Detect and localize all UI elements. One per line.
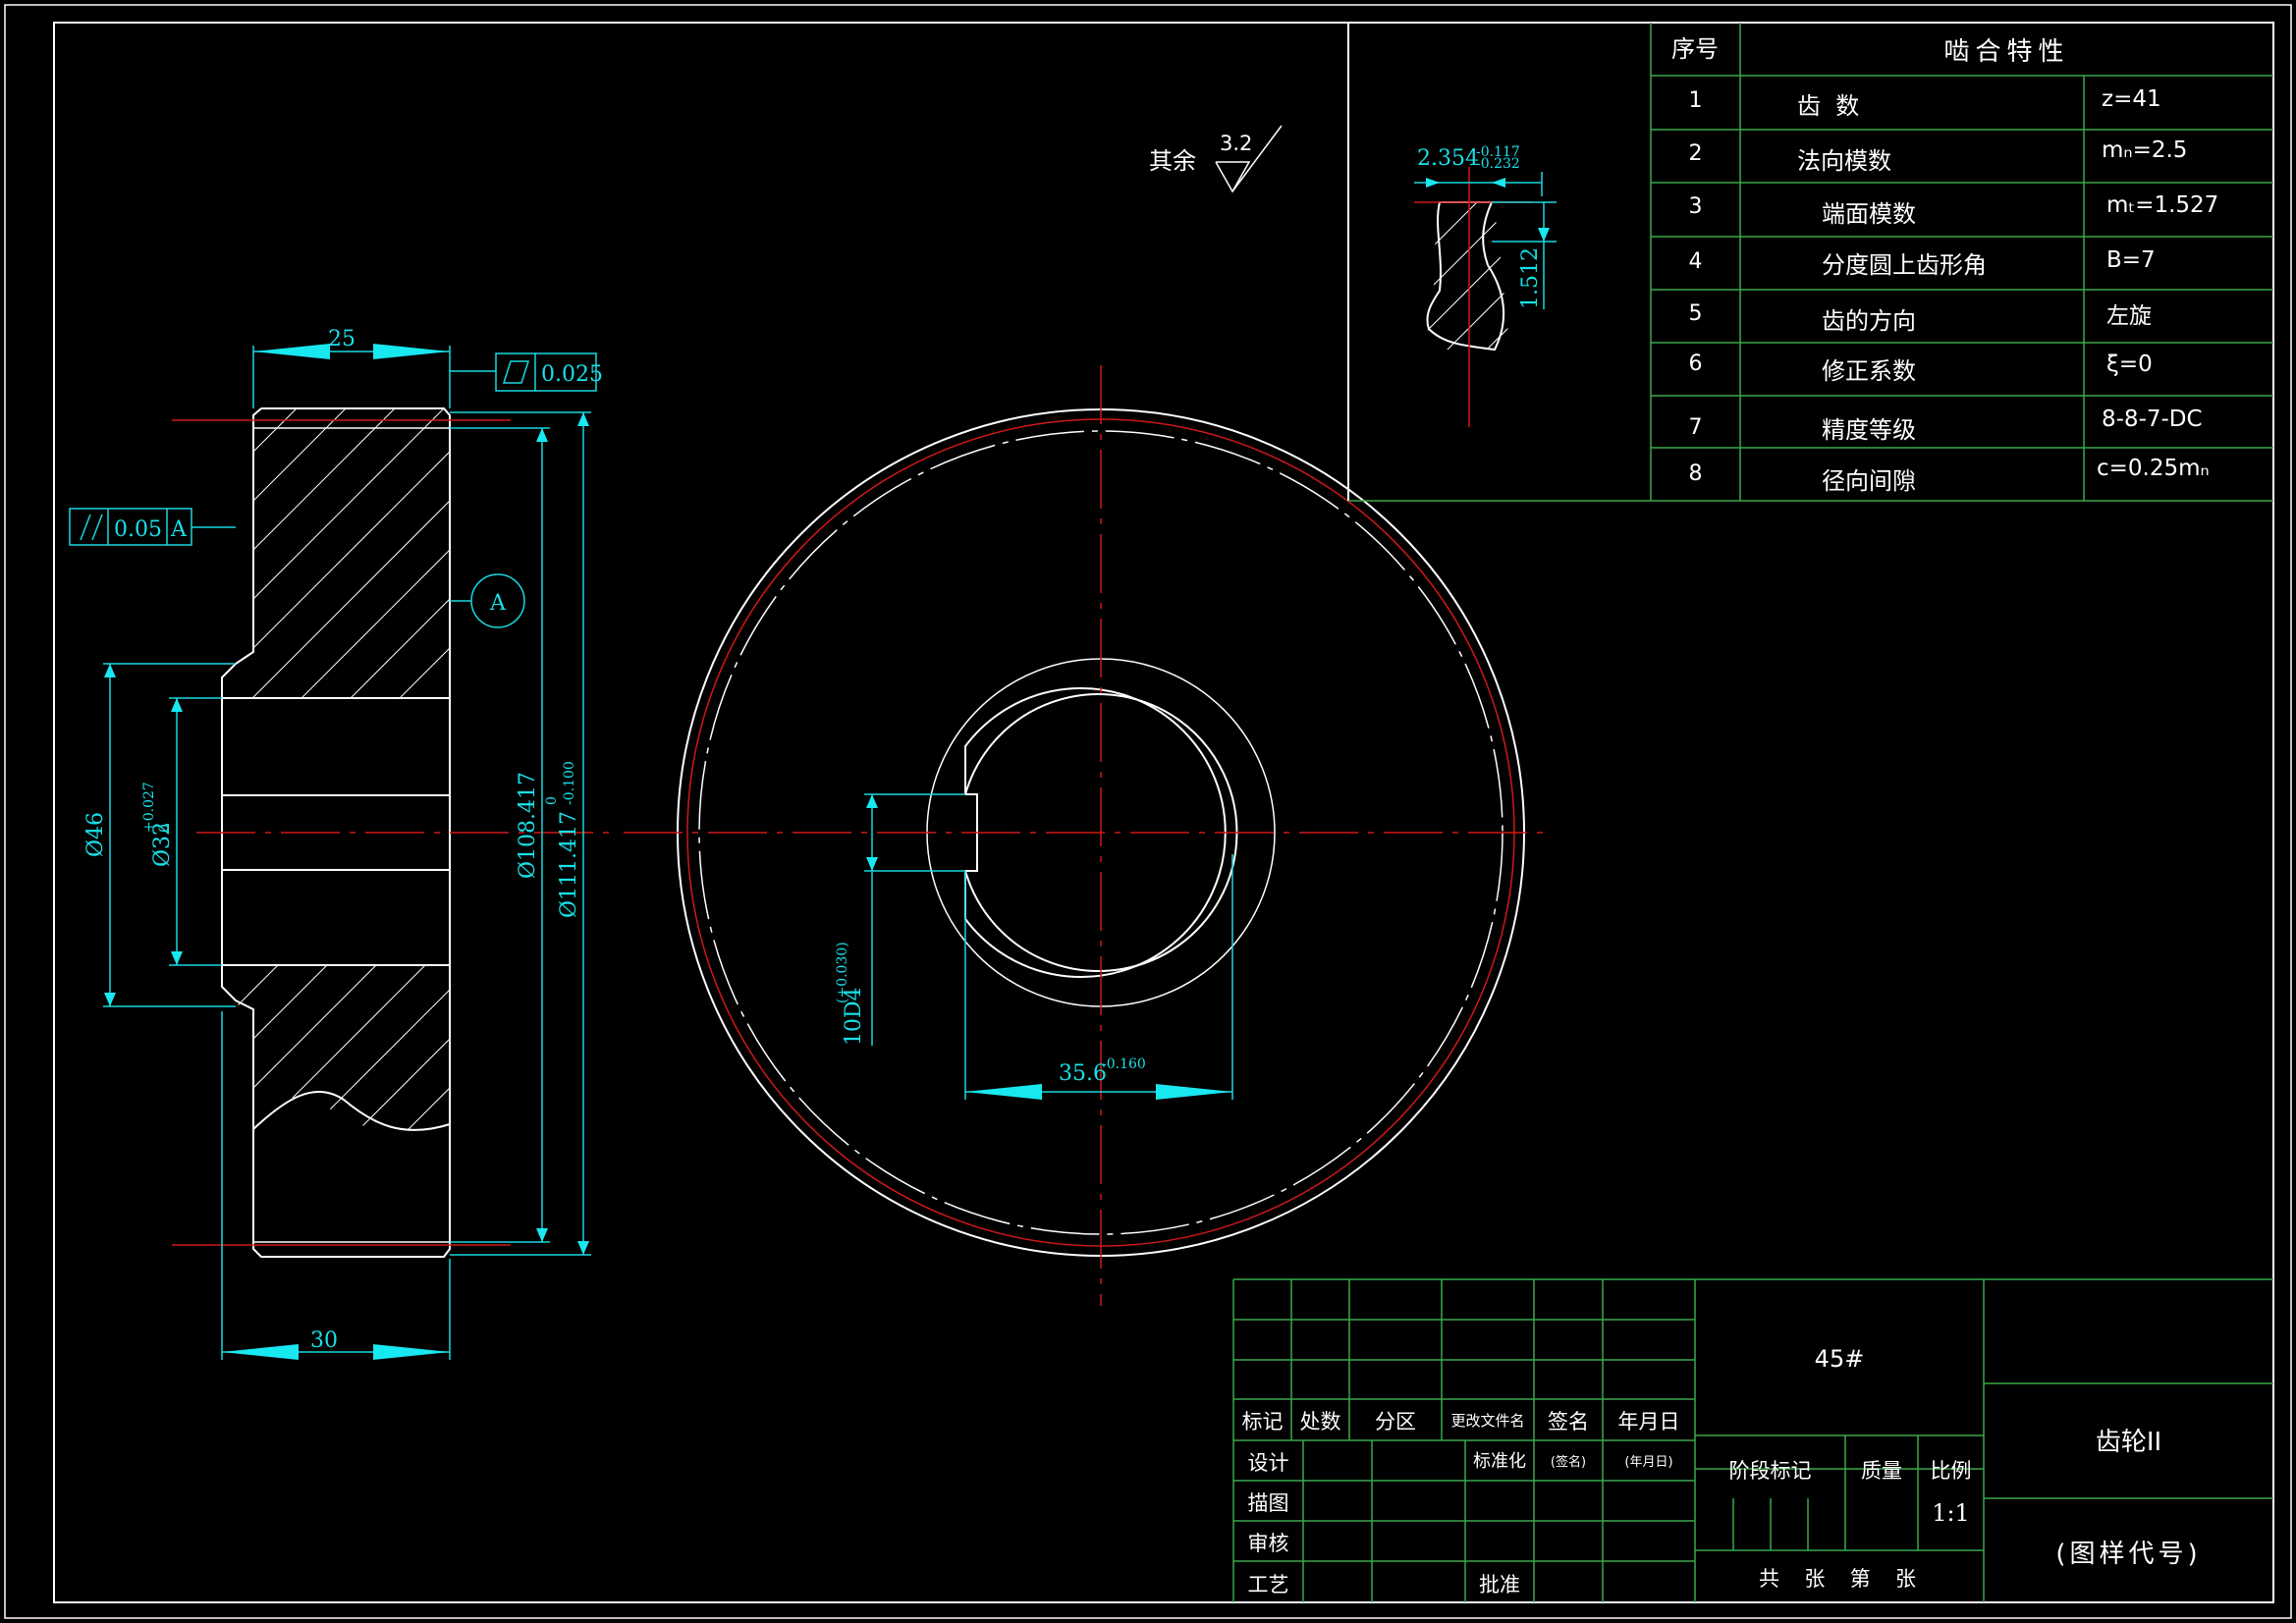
bore-tol-upper: +0.027	[141, 782, 157, 833]
col-count: 处数	[1299, 1410, 1341, 1434]
drawing-code: (图样代号)	[2055, 1540, 2202, 1569]
section-view	[172, 407, 619, 1258]
roughness-note: 其余 3.2	[1149, 125, 1283, 193]
stage-mark: 阶段标记	[1728, 1459, 1812, 1483]
mesh-row-value: 左旋	[2106, 303, 2152, 329]
col-date: 年月日	[1617, 1410, 1680, 1434]
width-top-label: 25	[328, 327, 355, 352]
approve-label: 批准	[1479, 1573, 1520, 1596]
mesh-row-value: c=0.25mₙ	[2097, 456, 2210, 481]
material-label: 45#	[1814, 1345, 1865, 1373]
col-doc: 更改文件名	[1450, 1412, 1525, 1430]
mesh-row-name: 齿 数	[1797, 92, 1860, 120]
tooth-tol-upper: -0.117	[1476, 144, 1520, 160]
col-mark: 标记	[1241, 1410, 1284, 1434]
mesh-row-value: 8-8-7-DC	[2102, 406, 2203, 432]
row-design: 设计	[1247, 1451, 1289, 1475]
tip-tol-upper: 0	[544, 796, 560, 805]
col-zone: 分区	[1375, 1410, 1416, 1434]
tip-tol-lower: -0.100	[562, 761, 577, 805]
keyway-width-tol: (+0.030)	[835, 942, 850, 1003]
part-name: 齿轮II	[2095, 1428, 2162, 1457]
mesh-table-header-no: 序号	[1671, 35, 1719, 63]
keyway-width-label: 10D4	[842, 987, 866, 1046]
tip-dia-label: Ø111.417	[557, 811, 581, 918]
mesh-row-name: 精度等级	[1822, 416, 1916, 444]
keyway-depth-tol: -0.160	[1102, 1056, 1146, 1072]
width-bottom-label: 30	[310, 1328, 338, 1353]
keyway-depth-label: 35.6	[1059, 1061, 1107, 1086]
front-view	[624, 365, 1552, 1306]
mesh-row-no: 1	[1688, 88, 1703, 113]
front-dimensions: 10D4 (+0.030) 35.6 -0.160	[835, 793, 1233, 1100]
section-dimensions: 25 30 0.025 0.05 A A Ø46	[69, 327, 603, 1360]
mesh-table	[1347, 23, 2273, 502]
mesh-row-no: 2	[1688, 141, 1703, 166]
mesh-row-name: 修正系数	[1822, 357, 1916, 385]
tooth-tol-lower: -0.232	[1476, 156, 1520, 172]
sign-paren: (签名)	[1550, 1455, 1587, 1470]
hatch-bottom	[222, 965, 450, 1129]
mesh-row-name: 径向间隙	[1822, 467, 1916, 495]
mesh-row-value: B=7	[2106, 247, 2156, 273]
mesh-row-value: mₜ=1.527	[2106, 192, 2219, 218]
row-draw: 描图	[1247, 1491, 1289, 1515]
roughness-prefix: 其余	[1149, 147, 1196, 175]
inner-frame	[53, 22, 2274, 1603]
hatch-top	[235, 408, 450, 698]
mesh-row-name: 齿的方向	[1822, 307, 1916, 335]
hub-dia-label: Ø46	[83, 812, 108, 857]
parallel-datum: A	[170, 517, 188, 542]
tooth-thickness: 2.354	[1417, 146, 1479, 171]
datum-a-label: A	[489, 591, 507, 616]
date-paren: (年月日)	[1624, 1455, 1673, 1470]
mesh-row-name: 法向模数	[1797, 147, 1891, 175]
mesh-row-no: 4	[1688, 249, 1703, 274]
outer-frame	[4, 4, 2292, 1619]
mesh-row-no: 3	[1688, 194, 1703, 219]
scale-value: 1:1	[1932, 1499, 1970, 1527]
tooth-height: 1.512	[1518, 247, 1543, 309]
tooth-detail: 2.354 -0.117 -0.232 1.512	[1414, 144, 1557, 427]
mesh-row-no: 5	[1688, 301, 1703, 326]
scale-label: 比例	[1930, 1459, 1972, 1483]
mesh-row-name: 端面模数	[1822, 200, 1916, 228]
roughness-value: 3.2	[1220, 132, 1252, 155]
std-label: 标准化	[1473, 1451, 1526, 1472]
root-dia-label: Ø108.417	[516, 772, 540, 879]
mesh-row-no: 8	[1688, 461, 1703, 486]
mesh-row-no: 6	[1688, 352, 1703, 376]
mass-label: 质量	[1861, 1459, 1902, 1483]
mesh-row-value: ξ=0	[2106, 352, 2153, 377]
mesh-row-name: 分度圆上齿形角	[1822, 251, 1987, 279]
row-review: 审核	[1247, 1532, 1289, 1555]
title-block-lines	[1232, 1278, 2273, 1602]
parallel-value: 0.05	[114, 517, 162, 542]
mesh-table-header-title: 啮合特性	[1943, 37, 2070, 67]
col-sign: 签名	[1548, 1410, 1589, 1434]
bore-tol-lower: 0	[157, 824, 173, 833]
mesh-row-value: mₙ=2.5	[2102, 137, 2188, 163]
bore-dia-label: Ø32	[150, 822, 175, 867]
row-process: 工艺	[1247, 1573, 1289, 1596]
mesh-row-no: 7	[1688, 415, 1703, 440]
sheets-label: 共 张 第 张	[1758, 1567, 1921, 1591]
mesh-row-value: z=41	[2102, 86, 2161, 112]
flatness-value: 0.025	[541, 362, 603, 387]
